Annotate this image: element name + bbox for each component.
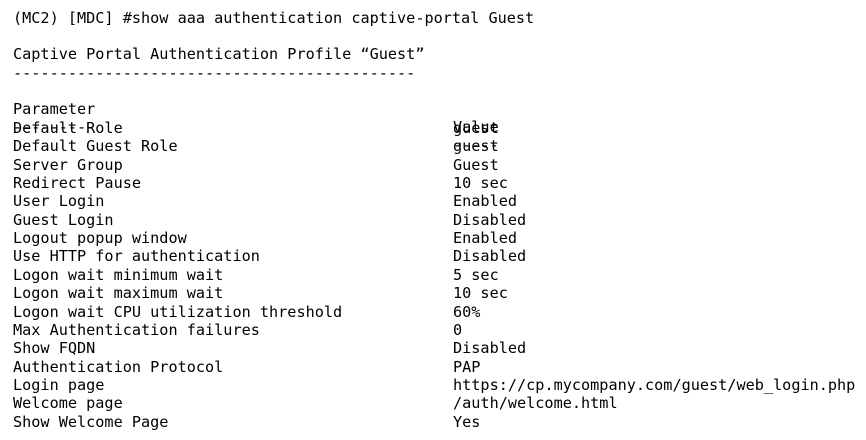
table-row: Redirect Pause 10 sec — [13, 174, 863, 192]
parameter-value: Disabled — [453, 247, 527, 266]
parameter-name: Welcome page — [13, 394, 123, 413]
parameter-value: guest — [453, 119, 499, 137]
parameter-value: 10 sec — [453, 174, 508, 193]
parameter-column-header: Parameter — [13, 100, 96, 118]
title-rule: ----------------------------------------… — [13, 64, 416, 82]
table-header-rule: --------- ----- — [13, 100, 863, 154]
table-row: Default Guest Role guest — [13, 137, 863, 155]
parameter-value: Disabled — [453, 210, 527, 229]
parameter-name: Show Welcome Page — [13, 412, 169, 431]
parameter-name: Show FQDN — [13, 339, 96, 358]
command-line: (MC2) [MDC] #show aaa authentication cap… — [13, 9, 535, 27]
table-row: Guest Login Disabled — [13, 211, 863, 229]
table-row: Use HTTP for authentication Disabled — [13, 247, 863, 265]
parameter-name: Guest Login — [13, 210, 114, 229]
parameter-name: Redirect Pause — [13, 174, 142, 193]
parameter-value: PAP — [453, 357, 481, 376]
table-row: Authentication Protocol PAP — [13, 358, 863, 376]
table-row: Max Authentication failures 0 — [13, 321, 863, 339]
parameter-name: Authentication Protocol — [13, 357, 224, 376]
parameter-value: 0 — [453, 320, 463, 339]
parameter-value: Enabled — [453, 192, 518, 211]
table-row: Default Role guest — [13, 119, 863, 137]
table-row: Welcome page/auth/welcome.html — [13, 394, 863, 412]
profile-title: Captive Portal Authentication Profile “G… — [13, 45, 425, 63]
parameter-name: Default Role — [13, 119, 123, 137]
parameter-value: /auth/welcome.html — [453, 394, 618, 413]
table-row: Show Welcome Page Yes — [13, 413, 863, 431]
parameter-value: 10 sec — [453, 284, 508, 303]
parameter-name: Logon wait maximum wait — [13, 284, 224, 303]
parameter-value: Guest — [453, 155, 499, 174]
parameter-name: User Login — [13, 192, 105, 211]
parameter-value: Enabled — [453, 229, 518, 248]
parameter-value: Disabled — [453, 339, 527, 358]
table-row: Logon wait minimum wait 5 sec — [13, 266, 863, 284]
value-column-header: Value — [453, 118, 499, 136]
parameter-name: Default Guest Role — [13, 137, 178, 156]
table-row: User Login Enabled — [13, 192, 863, 210]
parameter-name: Use HTTP for authentication — [13, 247, 260, 266]
parameter-column-rule: --------- — [13, 118, 96, 136]
table-row: Logon wait maximum wait 10 sec — [13, 284, 863, 302]
parameter-name: Logon wait minimum wait — [13, 265, 224, 284]
value-column-rule: ----- — [453, 136, 499, 154]
parameter-name: Logon wait CPU utilization threshold — [13, 302, 343, 321]
table-row: Server Group Guest — [13, 156, 863, 174]
table-row: Login page https://cp.mycompany.com/guest… — [13, 376, 863, 394]
table-header: Parameter Value — [13, 82, 863, 136]
parameter-value: guest — [453, 137, 499, 156]
table-row: Logout popup window Enabled — [13, 229, 863, 247]
parameter-name: Logout popup window — [13, 229, 187, 248]
parameter-value: 5 sec — [453, 265, 499, 284]
parameter-name: Server Group — [13, 155, 123, 174]
parameter-value: Yes — [453, 412, 481, 431]
parameter-name: Max Authentication failures — [13, 320, 260, 339]
table-row: Logon wait CPU utilization threshold 60% — [13, 303, 863, 321]
parameter-value: https://cp.mycompany.com/guest/web_login… — [453, 375, 856, 394]
parameter-name: Login page — [13, 375, 105, 394]
parameter-value: 60% — [453, 302, 481, 321]
table-row: Show FQDN Disabled — [13, 339, 863, 357]
